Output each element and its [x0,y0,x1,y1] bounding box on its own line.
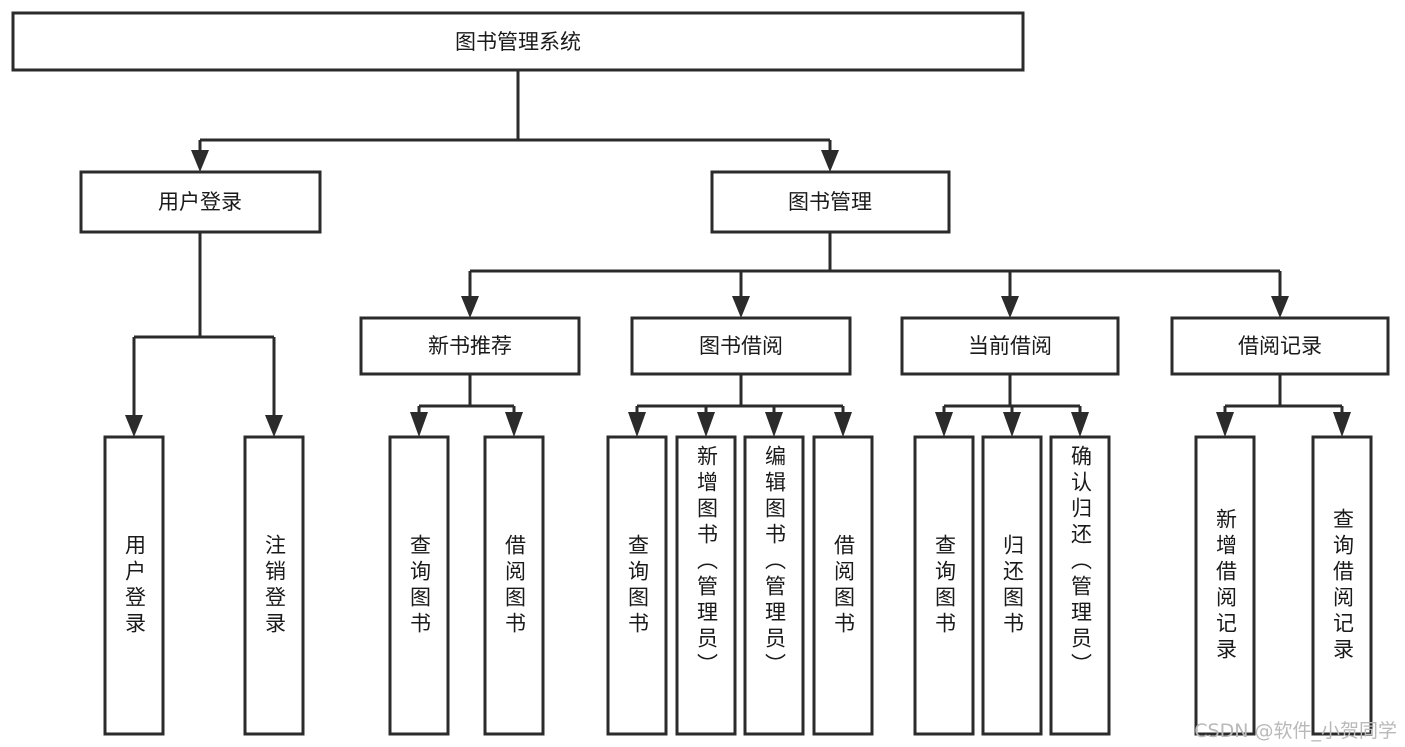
node-leaf-add-borrow-record-box[interactable] [1194,435,1256,736]
node-new-book-recommend-box[interactable] [359,316,581,376]
arrow-head-leaf-user-login [125,415,143,437]
arrow-head-leaf-query-book-1 [410,412,428,437]
node-leaf-query-book-2-box[interactable] [606,435,668,736]
arrow-head-leaf-query-book-3 [935,412,953,437]
arrow-head-leaf-logout [265,415,283,437]
arrow-head-leaf-add-book-admin [697,412,715,437]
node-user-login-box[interactable] [79,170,322,234]
arrow-head-leaf-edit-book-admin [765,412,783,437]
node-leaf-return-book-box[interactable] [981,435,1043,736]
node-book-manage-box[interactable] [710,170,951,234]
arrow-head-new-book-recommend [461,296,479,318]
arrow-head-leaf-borrow-book-2 [834,412,852,437]
arrow-head-book-manage [821,150,839,172]
node-root-label: 图书管理系统 [455,30,581,54]
node-leaf-query-book-1-box[interactable] [388,435,450,736]
horizontal-label-layer: 图书管理系统 用户登录 图书管理 新书推荐 图书借阅 当前借阅 借阅记录 [158,30,1322,358]
node-user-login-label: 用户登录 [158,190,242,214]
arrow-head-leaf-return-book [1003,412,1021,437]
node-leaf-borrow-book-1-box[interactable] [483,435,545,736]
node-book-borrow-box[interactable] [630,316,852,376]
node-leaf-edit-book-admin-box[interactable] [743,435,805,736]
node-new-book-recommend-label: 新书推荐 [428,334,512,358]
connector-layer [125,70,1351,437]
node-root-box[interactable] [11,11,1025,72]
node-leaf-add-book-admin-box[interactable] [675,435,737,736]
node-leaf-logout-box[interactable] [243,435,305,736]
arrow-head-book-borrow [732,296,750,318]
node-leaf-query-book-3-box[interactable] [913,435,975,736]
node-current-borrow-label: 当前借阅 [968,334,1052,358]
node-leaf-query-borrow-record-box[interactable] [1311,435,1373,736]
node-current-borrow-box[interactable] [900,316,1120,376]
node-borrow-record-box[interactable] [1170,316,1390,376]
arrow-head-user-login [191,150,209,172]
arrow-head-leaf-query-book-2 [628,412,646,437]
arrow-head-leaf-query-borrow-record [1333,412,1351,437]
node-leaf-user-login-box[interactable] [103,435,165,736]
node-layer [11,11,1390,736]
arrow-head-current-borrow [1001,296,1019,318]
arrow-head-borrow-record [1271,296,1289,318]
node-leaf-confirm-return-admin-box[interactable] [1049,435,1111,736]
arrow-head-leaf-confirm-return-admin [1071,412,1089,437]
arrow-head-leaf-borrow-book-1 [505,412,523,437]
arrow-head-leaf-add-borrow-record [1216,412,1234,437]
node-book-borrow-label: 图书借阅 [699,334,783,358]
node-book-manage-label: 图书管理 [788,190,872,214]
node-borrow-record-label: 借阅记录 [1238,334,1322,358]
node-leaf-borrow-book-2-box[interactable] [812,435,874,736]
